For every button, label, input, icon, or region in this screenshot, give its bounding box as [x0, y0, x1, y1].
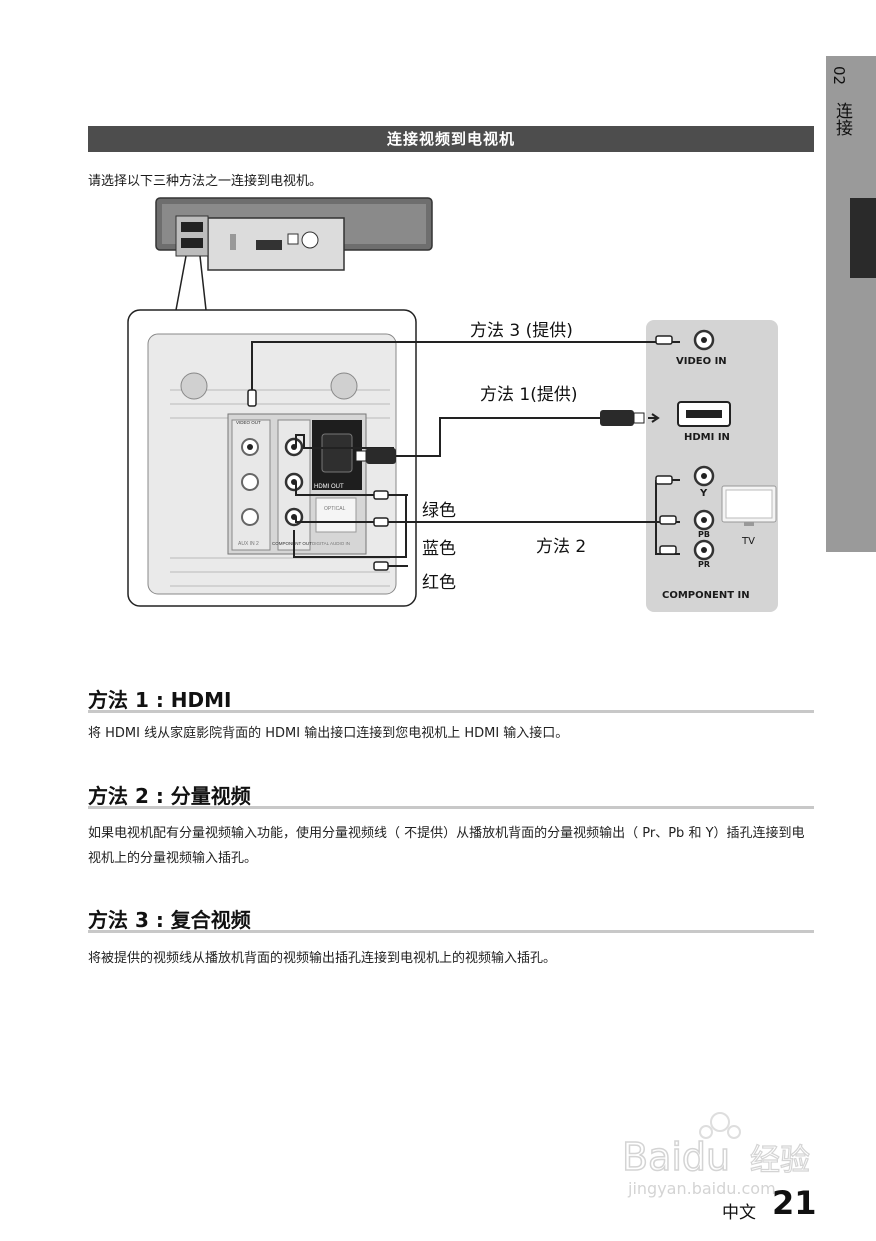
connection-diagram-svg: VIDEO OUT HDMI OUT OPTICAL AUX IN 2 COMP… — [127, 197, 778, 612]
rear-panel-closeup — [147, 333, 397, 595]
cable-red-label: 红色 — [422, 573, 456, 593]
tv-component-in-label: COMPONENT IN — [662, 590, 750, 601]
tv-pb-label: PB — [698, 530, 710, 539]
method2-label: 方法 2 — [536, 537, 587, 557]
digital-audio-in-port-label: DIGITAL AUDIO IN — [312, 541, 350, 546]
footer-language: 中文 — [722, 1203, 756, 1223]
method3-label: 方法 3 (提供) — [470, 321, 573, 341]
aux-in-port-label: AUX IN 2 — [238, 541, 259, 547]
chapter-side-tab: 02 连接 — [826, 56, 876, 552]
connection-diagram: VIDEO OUT HDMI OUT OPTICAL AUX IN 2 COMP… — [0, 190, 876, 630]
method2-body: 如果电视机配有分量视频输入功能，使用分量视频线（ 不提供）从播放机背面的分量视频… — [88, 826, 805, 866]
method2-divider — [88, 806, 814, 809]
baidu-watermark: Baidu 经验 jingyan.baidu.com — [620, 1108, 830, 1198]
method2-title: 方法 2 : 分量视频 — [88, 784, 251, 808]
method1-title: 方法 1 : HDMI — [88, 688, 232, 712]
intro-text: 请选择以下三种方法之一连接到电视机。 — [88, 174, 323, 189]
cable-blue-label: 蓝色 — [422, 539, 456, 559]
method1-body: 将 HDMI 线从家庭影院背面的 HDMI 输出接口连接到您电视机上 HDMI … — [88, 726, 569, 741]
watermark-url: jingyan.baidu.com — [627, 1179, 776, 1198]
cables — [251, 341, 680, 567]
tv-panel — [646, 320, 778, 612]
rca-plugs — [247, 335, 677, 571]
home-theater-unit-illustration — [155, 197, 433, 271]
tv-label: TV — [742, 536, 755, 547]
optical-port-label: OPTICAL — [324, 506, 346, 512]
side-tab-background — [826, 56, 876, 552]
tv-pr-label: PR — [698, 560, 711, 569]
hdmi-cable-plug — [355, 410, 660, 464]
component-out-port-label: COMPONENT OUT — [272, 541, 312, 546]
chapter-number: 02 — [830, 66, 848, 86]
method3-divider — [88, 930, 814, 933]
side-tab-active-marker — [850, 198, 876, 278]
section-banner: 连接视频到电视机 — [88, 126, 814, 152]
tv-hdmi-in-label: HDMI IN — [684, 432, 730, 443]
method3-title: 方法 3 : 复合视频 — [88, 908, 251, 932]
chapter-title: 连接 — [832, 102, 852, 136]
footer-page-number: 21 — [772, 1184, 817, 1222]
hdmi-out-port-label: HDMI OUT — [314, 484, 344, 490]
watermark-brand: Baidu — [622, 1135, 730, 1179]
method1-divider — [88, 710, 814, 713]
cable-green-label: 绿色 — [422, 501, 456, 521]
watermark-sub: 经验 — [750, 1143, 810, 1178]
tv-y-label: Y — [700, 488, 708, 499]
baidu-logo-icon: Baidu 经验 jingyan.baidu.com — [621, 1112, 811, 1198]
tv-video-in-label: VIDEO IN — [676, 356, 727, 367]
method1-label: 方法 1(提供) — [480, 385, 578, 405]
tv-illustration — [721, 485, 777, 526]
method3-body: 将被提供的视频线从播放机背面的视频输出插孔连接到电视机上的视频输入插孔。 — [88, 951, 557, 966]
video-out-port-label: VIDEO OUT — [236, 420, 261, 425]
